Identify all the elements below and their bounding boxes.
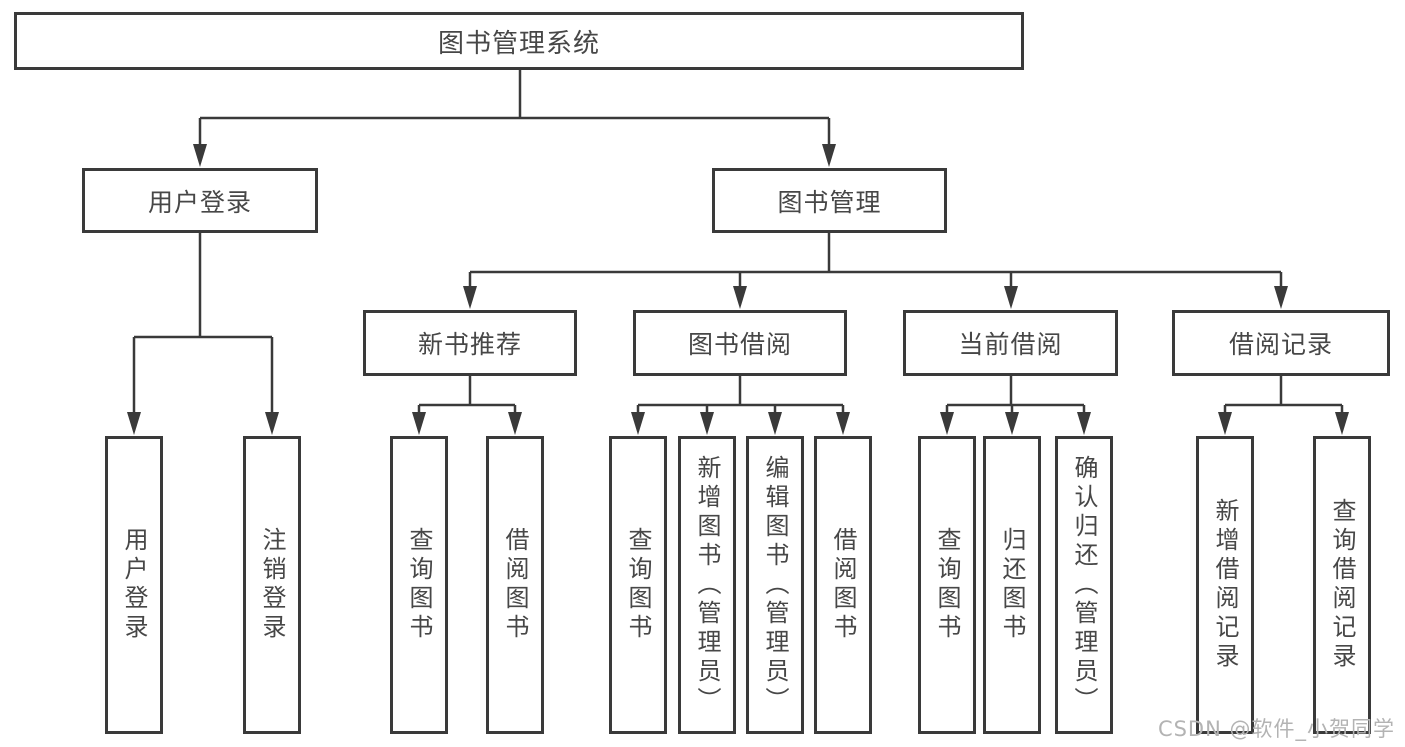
connector-current-borrow-children [940,376,1091,435]
leaf-query-books-newbooks: 查询图书 [390,436,448,734]
node-new-book-recommendation: 新书推荐 [363,310,577,376]
leaf-return-books: 归还图书 [983,436,1041,734]
leaf-add-books-admin-label: 新增图书（管理员） [693,454,721,716]
leaf-logout-label: 注销登录 [258,527,286,643]
node-borrowing-records: 借阅记录 [1172,310,1390,376]
leaf-confirm-return-admin: 确认归还（管理员） [1055,436,1113,734]
leaf-borrow-books-newbooks-label: 借阅图书 [501,527,529,643]
node-current-borrowing: 当前借阅 [903,310,1118,376]
leaf-query-borrow-record-label: 查询借阅记录 [1328,498,1356,672]
node-root-library-system: 图书管理系统 [14,12,1024,70]
leaf-add-borrow-record: 新增借阅记录 [1196,436,1254,734]
leaf-confirm-return-admin-label: 确认归还（管理员） [1070,454,1098,716]
leaf-borrow-books-borrowing: 借阅图书 [814,436,872,734]
connector-new-books-children [412,376,522,435]
leaf-borrow-books-borrowing-label: 借阅图书 [829,527,857,643]
node-book-borrowing: 图书借阅 [633,310,847,376]
node-user-login: 用户登录 [82,168,318,233]
leaf-query-books-current: 查询图书 [918,436,976,734]
leaf-edit-books-admin-label: 编辑图书（管理员） [761,454,789,716]
connector-user-login-children [127,233,279,435]
leaf-logout: 注销登录 [243,436,301,734]
leaf-query-books-borrowing-label: 查询图书 [624,527,652,643]
leaf-query-books-borrowing: 查询图书 [609,436,667,734]
node-book-management: 图书管理 [712,168,947,233]
csdn-watermark: CSDN @软件_小贺同学 [1157,717,1395,741]
leaf-return-books-label: 归还图书 [998,527,1026,643]
leaf-user-login-label: 用户登录 [120,527,148,643]
leaf-query-books-newbooks-label: 查询图书 [405,527,433,643]
connector-root-to-level1 [193,70,836,167]
leaf-edit-books-admin: 编辑图书（管理员） [746,436,804,734]
connector-book-mgmt-children [463,233,1288,309]
leaf-add-books-admin: 新增图书（管理员） [678,436,736,734]
connector-records-children [1218,376,1349,435]
connector-book-borrow-children [631,376,850,435]
leaf-query-books-current-label: 查询图书 [933,527,961,643]
leaf-user-login: 用户登录 [105,436,163,734]
leaf-add-borrow-record-label: 新增借阅记录 [1211,498,1239,672]
leaf-borrow-books-newbooks: 借阅图书 [486,436,544,734]
leaf-query-borrow-record: 查询借阅记录 [1313,436,1371,734]
